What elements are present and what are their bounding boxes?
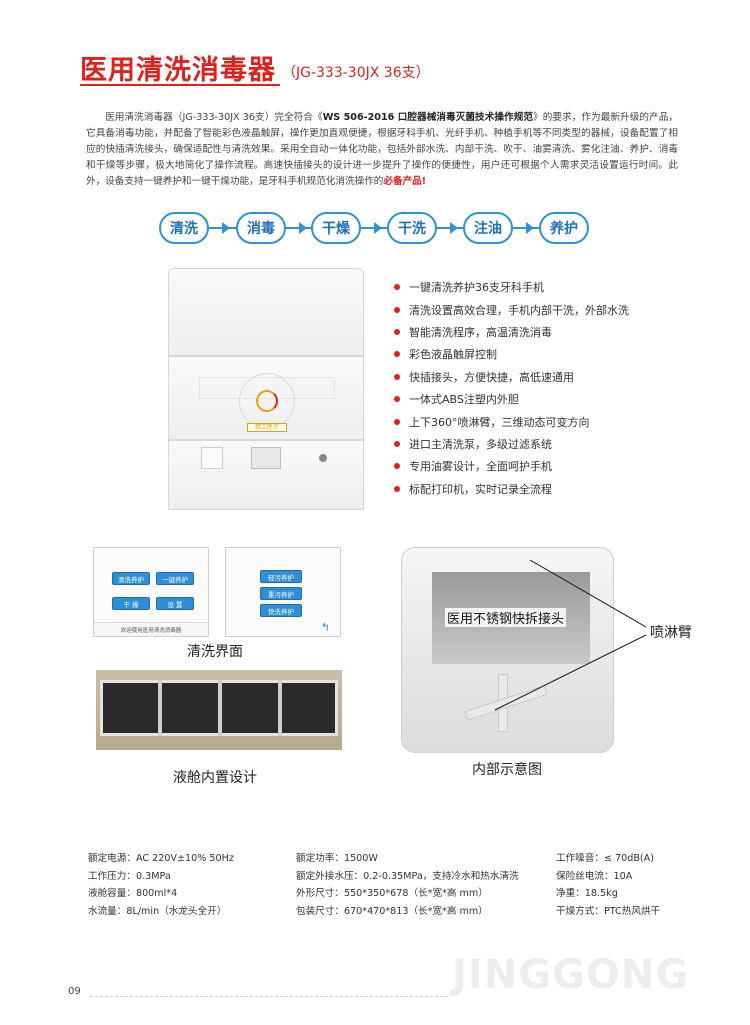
specs-column-2: 额定功率：1500W 额定外接水压：0.2-0.35MPa，支持冷水和热水清洗 … xyxy=(296,850,519,921)
feature-item: 上下360°喷淋臂，三维动态可变方向 xyxy=(394,410,629,432)
brand-logo: 精工医疗 xyxy=(247,423,287,432)
standard-name: WS 506-2016 口腔器械消毒灭菌技术操作规范 xyxy=(322,112,534,123)
screen-button-heavy: 重污养护 xyxy=(260,587,302,600)
chamber-divider xyxy=(278,680,282,736)
cabinet-base xyxy=(168,440,364,510)
feature-item: 一键清洗养护36支牙科手机 xyxy=(394,276,629,298)
flow-line xyxy=(168,227,578,229)
caption-chamber: 液舱内置设计 xyxy=(173,770,257,786)
connector-label: 医用不锈钢快拆接头 xyxy=(445,608,567,627)
spec-item: 外形尺寸：550*350*678（长*宽*高 mm） xyxy=(296,888,488,900)
specs-column-3: 工作噪音：≤ 70dB(A) 保险丝电流：10A 净重：18.5kg 干燥方式：… xyxy=(556,850,660,921)
flow-arrow-icon xyxy=(374,222,382,234)
screen-button-wash-care: 清洗养护 xyxy=(112,572,150,585)
feature-item: 智能清洗程序，高温清洗消毒 xyxy=(394,321,629,343)
bullet-icon xyxy=(394,284,400,291)
title-underline xyxy=(80,84,280,86)
bullet-icon xyxy=(394,373,400,380)
specs-column-1: 额定电源：AC 220V±10% 50Hz 工作压力：0.3MPa 液舱容量：8… xyxy=(88,850,234,921)
feature-item: 专用油雾设计，全面呵护手机 xyxy=(394,455,629,477)
spec-item: 工作压力：0.3MPa xyxy=(88,870,171,882)
process-flow: 清洗 消毒 干燥 干洗 注油 养护 xyxy=(0,206,750,250)
back-arrow-icon: ↰ xyxy=(320,621,330,634)
flow-arrow-icon xyxy=(526,222,534,234)
ui-screen-modes: 轻污养护 重污养护 快洗养护 ↰ xyxy=(225,547,341,637)
bullet-icon xyxy=(394,463,400,470)
interior-photo: 医用不锈钢快拆接头 xyxy=(401,547,614,753)
flow-arrow-icon xyxy=(222,222,230,234)
spec-item: 包装尺寸：670*470*813（长*宽*高 mm） xyxy=(296,906,488,918)
product-image: 精工医疗 xyxy=(168,268,364,510)
printer-slot xyxy=(201,447,223,469)
screen-button-quick: 快洗养护 xyxy=(260,604,302,617)
chamber-photo xyxy=(96,670,342,750)
screen-welcome-text: 欢迎使用医用清洗消毒器 xyxy=(94,622,208,636)
intro-paragraph: 医用清洗消毒器（JG-333-30JX 36支）完全符合《WS 506-2016… xyxy=(86,112,678,187)
flow-step-dry-wash: 干洗 xyxy=(387,212,437,244)
spec-item: 净重：18.5kg xyxy=(556,888,618,900)
feature-item: 清洗设置高效合理，手机内部干洗，外部水洗 xyxy=(394,298,629,320)
flow-step-disinfect: 消毒 xyxy=(236,212,286,244)
spec-item: 水流量：8L/min（水龙头全开） xyxy=(88,906,227,918)
bullet-icon xyxy=(394,306,400,313)
page-number: 09 xyxy=(68,986,81,997)
caption-screens: 清洗界面 xyxy=(187,644,243,660)
feature-item: 一体式ABS注塑内外胆 xyxy=(394,388,629,410)
spec-item: 保险丝电流：10A xyxy=(556,870,633,882)
title-main: 医用清洗消毒器 xyxy=(80,55,276,86)
spec-item: 干燥方式：PTC热风烘干 xyxy=(556,906,661,918)
feature-item: 彩色液晶触屏控制 xyxy=(394,343,629,365)
ui-screen-main: 清洗养护 一键养护 干 燥 设 置 欢迎使用医用清洗消毒器 xyxy=(93,547,209,637)
chamber-divider xyxy=(158,680,162,736)
footer-divider xyxy=(90,996,448,997)
bullet-icon xyxy=(394,328,400,335)
flow-arrow-icon xyxy=(299,222,307,234)
feature-item: 标配打印机，实时记录全流程 xyxy=(394,478,629,500)
brand-seal-icon xyxy=(239,373,295,429)
caption-spray-arm: 喷淋臂 xyxy=(650,625,692,641)
bullet-icon xyxy=(394,396,400,403)
bullet-icon xyxy=(394,351,400,358)
screen-button-dry: 干 燥 xyxy=(112,597,150,610)
caption-interior: 内部示意图 xyxy=(472,762,542,778)
spec-item: 额定电源：AC 220V±10% 50Hz xyxy=(88,853,234,864)
title-model: （JG-333-30JX 36支） xyxy=(282,65,430,81)
highlight-text: 必备产品! xyxy=(383,176,427,187)
flow-step-dry: 干燥 xyxy=(311,212,361,244)
cabinet-top xyxy=(168,268,364,356)
feature-item: 快插接头，方便快捷，高低速通用 xyxy=(394,366,629,388)
brand-watermark: JINGGONG xyxy=(452,952,690,998)
page-title: 医用清洗消毒器 （JG-333-30JX 36支） xyxy=(80,38,430,84)
bullet-icon xyxy=(394,485,400,492)
flow-step-wash: 清洗 xyxy=(159,212,209,244)
bullet-icon xyxy=(394,440,400,447)
spec-item: 液舱容量：800ml*4 xyxy=(88,888,178,900)
spec-item: 额定外接水压：0.2-0.35MPa，支持冷水和热水清洗 xyxy=(296,870,519,882)
flow-arrow-icon xyxy=(450,222,458,234)
power-button-icon xyxy=(319,454,327,462)
cabinet-door: 精工医疗 xyxy=(168,356,364,440)
flow-step-care: 养护 xyxy=(539,212,589,244)
screen-button-one-key-care: 一键养护 xyxy=(156,572,194,585)
screen-button-light: 轻污养护 xyxy=(260,570,302,583)
bullet-icon xyxy=(394,418,400,425)
screen-button-settings: 设 置 xyxy=(156,597,194,610)
chamber-divider xyxy=(218,680,222,736)
feature-item: 进口主清洗泵，多级过滤系统 xyxy=(394,433,629,455)
flow-step-oil: 注油 xyxy=(463,212,513,244)
spec-item: 额定功率：1500W xyxy=(296,853,378,864)
spec-item: 工作噪音：≤ 70dB(A) xyxy=(556,853,654,864)
touch-screen xyxy=(251,447,281,469)
feature-list: 一键清洗养护36支牙科手机 清洗设置高效合理，手机内部干洗，外部水洗 智能清洗程… xyxy=(394,276,629,500)
